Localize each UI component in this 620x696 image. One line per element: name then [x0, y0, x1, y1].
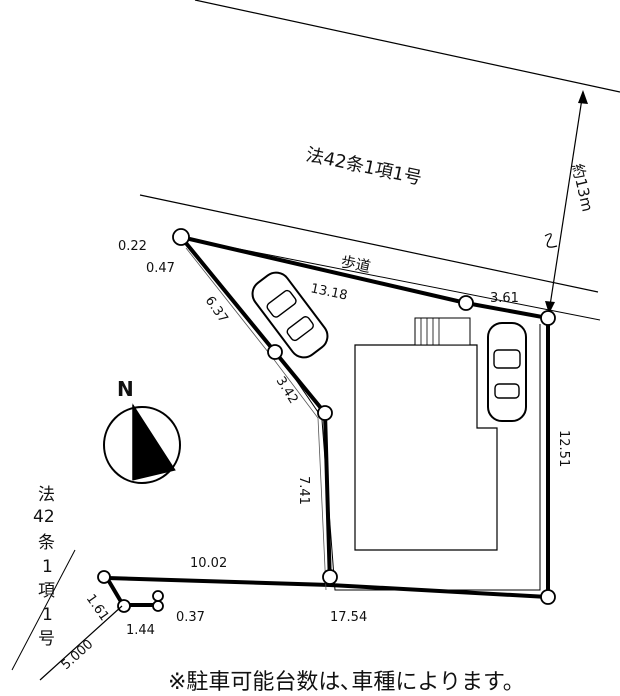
dim-1754: 17.54 — [330, 610, 367, 625]
dim-361: 3.61 — [490, 291, 519, 306]
road-width-label: 約13m — [568, 162, 596, 214]
sidewalk-outer-edge — [139, 194, 599, 293]
property-boundary-west — [179, 235, 332, 586]
svg-text:号: 号 — [38, 629, 55, 649]
dim-741: 7.41 — [296, 476, 311, 505]
footnote: ※駐車可能台数は､車種によります。 — [168, 670, 525, 695]
break-mark — [544, 233, 558, 248]
side-road-edge — [11, 549, 76, 671]
svg-text:1: 1 — [42, 557, 53, 577]
road-width-arrow — [548, 91, 584, 313]
dim-022: 0.22 — [118, 239, 147, 254]
svg-text:条: 条 — [38, 533, 55, 553]
dim-5000: 5.000 — [59, 637, 97, 673]
arrow-head-bottom — [545, 301, 555, 314]
road-main-label: 法42条1項1号 — [304, 144, 424, 189]
side-road-line — [39, 605, 123, 681]
dim-047: 0.47 — [146, 261, 175, 276]
car-diagonal — [251, 271, 329, 359]
compass — [103, 403, 181, 484]
svg-text:法: 法 — [38, 485, 55, 505]
arrow-head-top — [578, 90, 588, 104]
compass-label: N — [117, 377, 134, 401]
svg-text:項: 項 — [38, 581, 55, 601]
sidewalk-label: 歩道 — [339, 252, 372, 276]
property-inner-line-2 — [185, 247, 327, 591]
dim-144: 1.44 — [126, 623, 155, 638]
entrance-steps — [414, 317, 471, 346]
dim-1251: 12.51 — [556, 430, 571, 467]
step-lines — [420, 318, 440, 345]
dim-037: 0.37 — [176, 610, 205, 625]
road-upper-edge — [194, 0, 620, 93]
dim-1002: 10.02 — [190, 556, 227, 571]
boundary-markers — [97, 228, 556, 613]
road-side-label: 法 42 条 1 項 1 号 — [33, 485, 55, 649]
svg-text:42: 42 — [33, 507, 55, 527]
dim-1318: 13.18 — [309, 281, 349, 303]
svg-text:1: 1 — [42, 605, 53, 625]
car-vertical — [487, 322, 527, 422]
building-outline — [354, 344, 498, 551]
